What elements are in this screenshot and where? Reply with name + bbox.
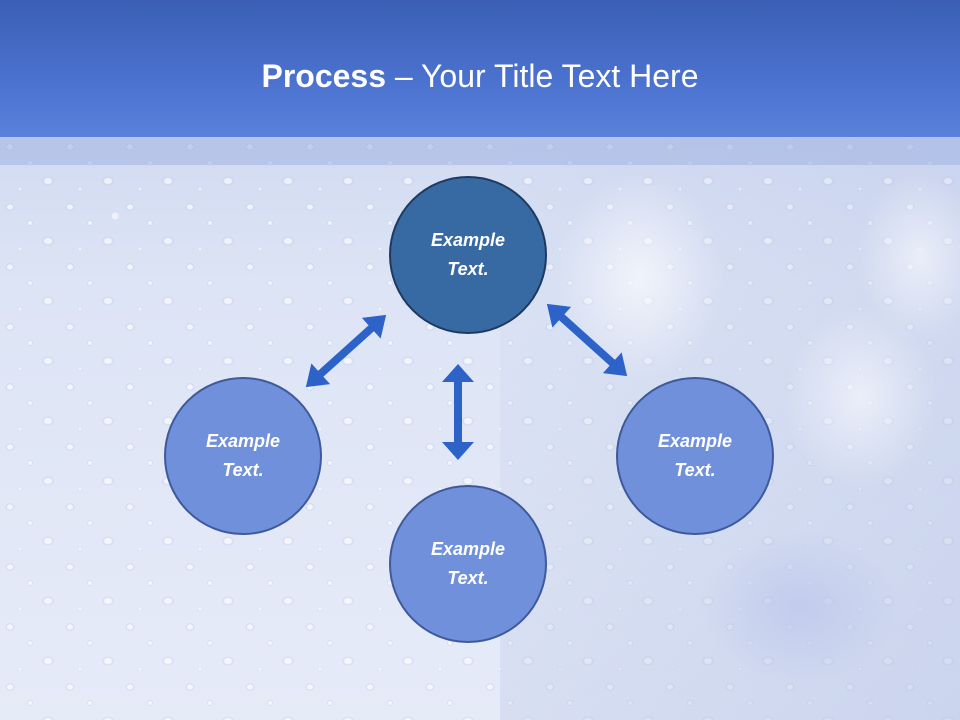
node-bottom-line1: Example: [430, 539, 506, 559]
title-bar: Process – Your Title Text Here: [0, 0, 960, 137]
node-text: Example Text.: [408, 226, 528, 284]
process-node-left[interactable]: Example Text.: [164, 377, 322, 535]
process-node-right[interactable]: Example Text.: [616, 377, 774, 535]
node-right-line2: Text.: [674, 460, 716, 480]
title-rest: Your Title Text Here: [421, 58, 699, 94]
title-underband: [0, 137, 960, 165]
node-text: Example Text.: [408, 535, 528, 593]
node-left-line1: Example: [205, 431, 281, 451]
title-separator: –: [386, 58, 422, 94]
node-right-line1: Example: [657, 431, 733, 451]
slide-title[interactable]: Process – Your Title Text Here: [0, 54, 960, 98]
node-text: Example Text.: [183, 427, 303, 485]
node-left-line2: Text.: [222, 460, 264, 480]
node-top-line1: Example: [430, 230, 506, 250]
node-top-line2: Text.: [447, 259, 489, 279]
node-bottom-line2: Text.: [447, 568, 489, 588]
title-bold-part: Process: [261, 58, 387, 94]
process-node-bottom[interactable]: Example Text.: [389, 485, 547, 643]
node-text: Example Text.: [635, 427, 755, 485]
process-node-top[interactable]: Example Text.: [389, 176, 547, 334]
